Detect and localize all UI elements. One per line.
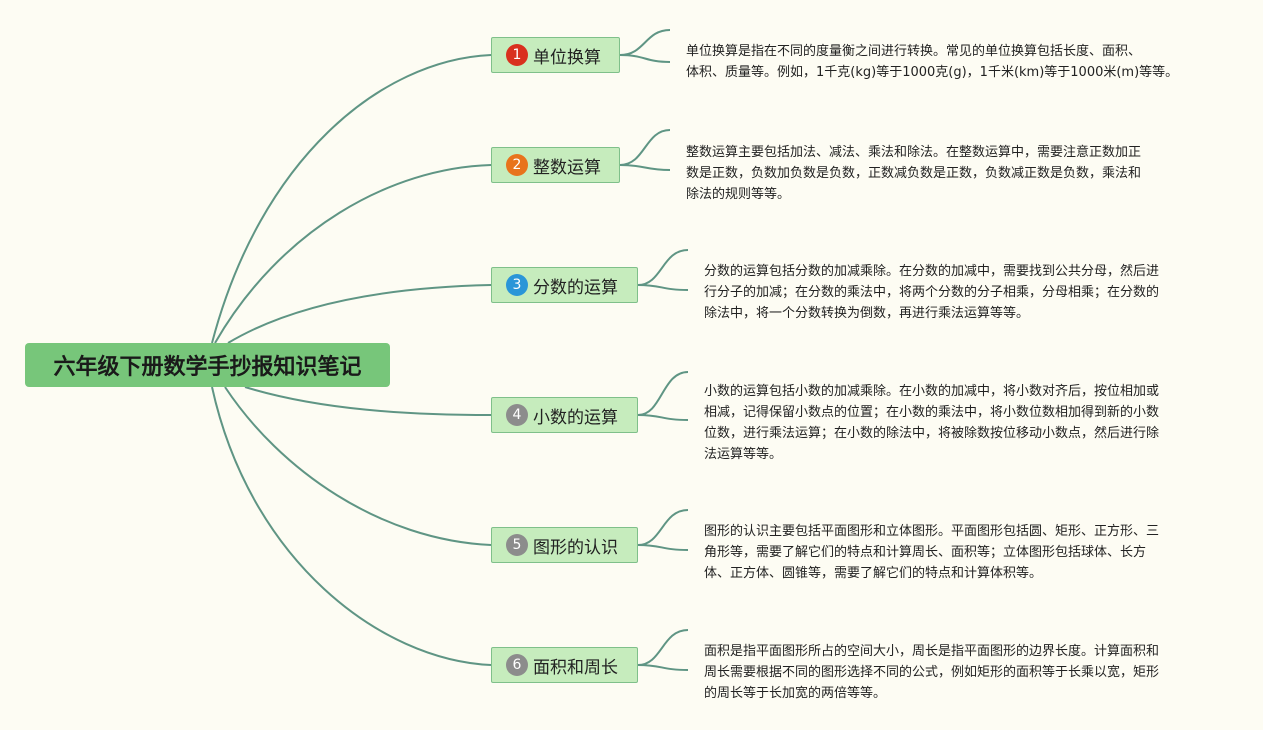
- desc-connector-2: [619, 129, 671, 171]
- number-badge-icon: 6: [506, 654, 528, 676]
- desc-connector-3: [637, 249, 689, 291]
- root-node[interactable]: 六年级下册数学手抄报知识笔记: [25, 343, 390, 387]
- topic-node-fraction-operations[interactable]: 3 分数的运算: [491, 267, 638, 303]
- desc-connector-1: [619, 29, 671, 63]
- topic-description: 分数的运算包括分数的加减乘除。在分数的加减中，需要找到公共分母，然后进 行分子的…: [704, 264, 1160, 321]
- number-badge-icon: 3: [506, 274, 528, 296]
- number-badge-icon: 1: [506, 44, 528, 66]
- desc-connector-5: [637, 509, 689, 551]
- desc-connector-4: [637, 371, 689, 421]
- root-connector-5: [224, 386, 492, 546]
- topic-node-area-perimeter[interactable]: 6 面积和周长: [491, 647, 638, 683]
- number-badge-icon: 4: [506, 404, 528, 426]
- number-badge-icon: 5: [506, 534, 528, 556]
- topic-description: 整数运算主要包括加法、减法、乘法和除法。在整数运算中，需要注意正数加正 数是正数…: [686, 145, 1142, 202]
- root-connector-6: [211, 386, 492, 666]
- root-connector-3: [227, 284, 492, 344]
- topic-description: 单位换算是指在不同的度量衡之间进行转换。常见的单位换算包括长度、面积、 体积、质…: [686, 44, 1179, 80]
- root-connector-2: [214, 164, 492, 344]
- topic-description: 面积是指平面图形所占的空间大小，周长是指平面图形的边界长度。计算面积和 周长需要…: [704, 644, 1160, 701]
- topic-label: 分数的运算: [533, 277, 618, 298]
- topic-label: 图形的认识: [533, 537, 618, 558]
- topic-description: 小数的运算包括小数的加减乘除。在小数的加减中，将小数对齐后，按位相加或 相减，记…: [704, 384, 1160, 462]
- topic-node-shape-recognition[interactable]: 5 图形的认识: [491, 527, 638, 563]
- topic-label: 单位换算: [533, 47, 601, 68]
- topic-label: 小数的运算: [533, 407, 618, 428]
- topic-node-integer-operations[interactable]: 2 整数运算: [491, 147, 620, 183]
- root-connector-1: [211, 54, 492, 344]
- desc-connector-6: [637, 629, 689, 671]
- root-connector-4: [244, 386, 492, 416]
- topic-node-decimal-operations[interactable]: 4 小数的运算: [491, 397, 638, 433]
- topic-label: 面积和周长: [533, 657, 618, 678]
- number-badge-icon: 2: [506, 154, 528, 176]
- topic-description: 图形的认识主要包括平面图形和立体图形。平面图形包括圆、矩形、正方形、三 角形等，…: [704, 524, 1160, 581]
- topic-label: 整数运算: [533, 157, 601, 178]
- topic-node-unit-conversion[interactable]: 1 单位换算: [491, 37, 620, 73]
